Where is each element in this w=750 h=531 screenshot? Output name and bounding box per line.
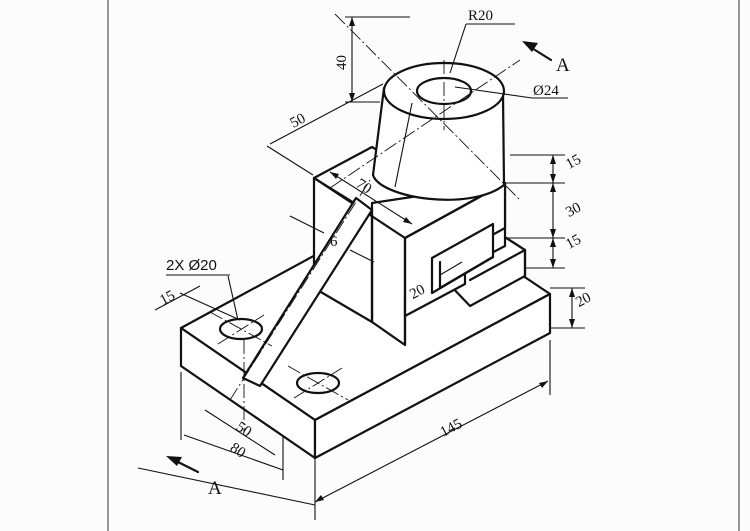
dim-30-label: 30 — [563, 200, 584, 221]
view-arrow-top-head — [522, 41, 538, 52]
dim-r20-label: R20 — [468, 8, 493, 24]
base-right-face — [313, 292, 552, 460]
dim-145-line — [314, 380, 549, 503]
dim-50-top-label: 50 — [288, 111, 309, 132]
dim-20-slot-label: 20 — [407, 282, 428, 303]
r20-leader — [449, 23, 467, 74]
dim-15a-label: 15 — [563, 152, 584, 173]
dim-50-bottom-line — [204, 409, 276, 456]
dim-15-left-line — [154, 285, 201, 311]
view-label-bottom: A — [208, 478, 222, 499]
dim-145-label: 145 — [438, 416, 465, 441]
holes-leader — [227, 275, 239, 321]
boss-silhouette-line — [394, 102, 413, 188]
dim-80-label: 80 — [227, 440, 248, 462]
dim-70-line — [329, 171, 413, 225]
dim-40-arrows — [349, 17, 355, 102]
view-label-top: A — [556, 55, 570, 76]
holes-label: 2X Ø20 — [166, 257, 217, 274]
dim-right-arrows — [550, 155, 556, 268]
hole-left-center-b — [217, 314, 265, 345]
dim-15-left-ext — [179, 292, 241, 321]
dim-70-label: 70 — [353, 176, 374, 198]
rib — [241, 196, 374, 388]
dim-20-right-label: 20 — [573, 290, 594, 311]
dim-6-label: 6 — [330, 234, 338, 250]
bottom-long-line — [137, 467, 316, 506]
dia24-leader — [454, 86, 533, 99]
dim-dia24-label: Ø24 — [533, 83, 559, 99]
dim-6-leader-a — [289, 215, 325, 234]
dim-15b-label: 15 — [563, 232, 584, 253]
dim-80-line — [183, 434, 284, 471]
boss-centerline-2 — [329, 59, 521, 189]
dim-50-top-line — [266, 145, 314, 176]
dim-50-bottom-label: 50 — [233, 419, 254, 441]
hole-right-center-b — [293, 367, 343, 399]
slot-inner-edge — [438, 255, 495, 290]
dim-6-leader-b — [349, 249, 375, 263]
dim-50-top-dimline — [269, 83, 384, 145]
slot-dim-leader — [439, 261, 463, 276]
view-arrow-bottom-head — [166, 456, 182, 466]
dim-40-label: 40 — [334, 55, 350, 70]
dim-15-left-label: 15 — [157, 288, 178, 309]
dim-20-right-arrows — [569, 288, 575, 328]
